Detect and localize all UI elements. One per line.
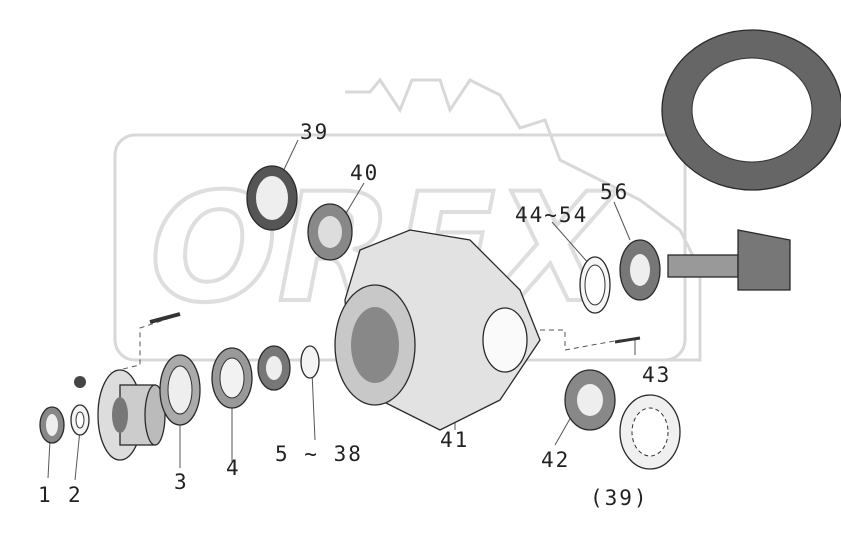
part-bearing-small (257, 345, 291, 391)
part-56-bearing (619, 239, 661, 301)
callout-3: 3 (174, 470, 189, 494)
part-1-nut (39, 406, 65, 444)
part-2-washer (70, 404, 90, 436)
callout-40: 40 (350, 161, 380, 185)
callout-56: 56 (600, 180, 630, 204)
callout-39b: (39) (590, 486, 649, 510)
part-40-bearing (307, 203, 353, 261)
part-flange (74, 369, 166, 461)
part-pinion-shaft (667, 229, 791, 291)
part-39b-roller-cage (619, 394, 681, 470)
callout-42: 42 (541, 448, 571, 472)
callout-44-54: 44~54 (515, 203, 589, 227)
part-41-differential-housing (334, 229, 541, 431)
part-39-bearing-race (246, 165, 298, 231)
callout-39: 39 (300, 120, 330, 144)
part-43-pin (614, 336, 641, 344)
callout-5-38: 5 ~ 38 (275, 442, 363, 466)
part-44-54-shim (579, 256, 611, 314)
part-3-seal (159, 354, 201, 426)
part-ring-gear (661, 29, 841, 191)
part-bolt (149, 312, 181, 324)
callout-4: 4 (226, 456, 241, 480)
leader-lines (47, 139, 636, 481)
callout-2: 2 (68, 483, 83, 507)
callout-41: 41 (440, 428, 470, 452)
callout-43: 43 (642, 363, 672, 387)
callout-1: 1 (38, 483, 53, 507)
part-4-seal (211, 347, 253, 409)
part-5-38-ring (300, 345, 320, 379)
part-42-bearing (564, 369, 616, 431)
